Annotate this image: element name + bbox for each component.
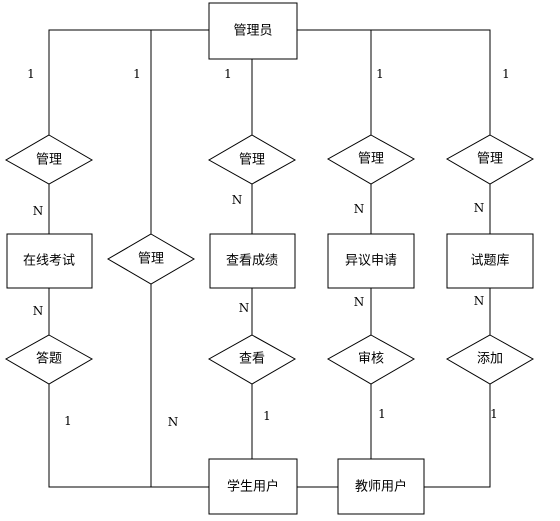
entity-student: 学生用户 bbox=[227, 479, 279, 495]
rel-answer: 答题 bbox=[36, 351, 62, 367]
cardinality-labels: 1 1 1 1 1 N N 1 N N N 1 N N 1 N N 1 bbox=[27, 67, 510, 429]
entity-online-exam: 在线考试 bbox=[23, 254, 75, 269]
card-add-teacher: 1 bbox=[490, 407, 498, 421]
card-view-student: 1 bbox=[263, 409, 271, 423]
entity-student-box bbox=[208, 458, 298, 515]
entity-view-scores-box bbox=[209, 233, 296, 289]
card-exam-answer: N bbox=[33, 304, 44, 318]
card-bank-manage: N bbox=[474, 201, 485, 215]
entity-question-bank-box bbox=[446, 233, 534, 289]
entity-question-bank: 试题库 bbox=[470, 253, 509, 269]
rel-add: 添加 bbox=[477, 352, 503, 367]
card-bank-add: N bbox=[474, 294, 485, 308]
rel-view: 查看 bbox=[239, 351, 265, 367]
entity-admin: 管理员 bbox=[233, 24, 272, 39]
edge-add-teacher bbox=[424, 384, 491, 488]
rel-manage-bank: 管理 bbox=[477, 152, 503, 167]
rel-add-diamond bbox=[445, 334, 535, 385]
entity-view-scores: 查看成绩 bbox=[226, 253, 278, 269]
rel-manage-scores: 管理 bbox=[239, 153, 265, 168]
rel-answer-diamond bbox=[4, 334, 94, 385]
relationships: 管理 管理 管理 管理 管理 答题 查看 审核 添加 bbox=[4, 134, 535, 385]
card-appeal-review: N bbox=[354, 295, 365, 309]
card-answer-student: 1 bbox=[64, 414, 72, 428]
card-scores-manage: N bbox=[232, 193, 243, 207]
card-admin-exam: 1 bbox=[27, 67, 35, 81]
rel-manage-student-diamond bbox=[107, 233, 195, 285]
card-admin-student: 1 bbox=[133, 67, 141, 81]
rel-manage-exam-diamond bbox=[4, 134, 94, 185]
edge-manage-student bbox=[150, 284, 209, 488]
rel-manage-student: 管理 bbox=[138, 252, 164, 267]
card-review-teacher: 1 bbox=[378, 407, 386, 421]
entity-admin-box bbox=[208, 2, 298, 60]
rel-manage-appeal-diamond bbox=[326, 134, 416, 185]
entity-teacher-box bbox=[337, 458, 425, 515]
entity-appeal: 异议申请 bbox=[345, 254, 397, 269]
rel-view-diamond bbox=[207, 334, 297, 385]
rel-review: 审核 bbox=[358, 352, 384, 367]
rel-manage-bank-diamond bbox=[445, 134, 535, 185]
card-admin-appeal: 1 bbox=[376, 67, 384, 81]
card-student-manage: N bbox=[168, 415, 179, 429]
entity-teacher: 教师用户 bbox=[355, 479, 407, 495]
entity-appeal-box bbox=[327, 233, 415, 289]
card-appeal-manage: N bbox=[354, 202, 365, 216]
card-exam-manage: N bbox=[33, 204, 44, 218]
card-admin-scores: 1 bbox=[224, 67, 232, 81]
rel-review-diamond bbox=[326, 334, 416, 385]
edge-admin-appeal bbox=[297, 29, 491, 135]
card-scores-view: N bbox=[239, 301, 250, 315]
rel-manage-scores-diamond bbox=[207, 134, 297, 185]
rel-manage-exam: 管理 bbox=[36, 153, 62, 168]
rel-manage-appeal: 管理 bbox=[358, 152, 384, 167]
edge-admin-exam bbox=[48, 29, 209, 135]
entity-online-exam-box bbox=[6, 233, 93, 289]
card-admin-bank: 1 bbox=[502, 67, 510, 81]
edge-answer-student bbox=[48, 384, 209, 488]
edges bbox=[48, 29, 491, 488]
entities: 管理员 在线考试 查看成绩 异议申请 试题库 学生用户 教师用户 bbox=[6, 2, 534, 515]
